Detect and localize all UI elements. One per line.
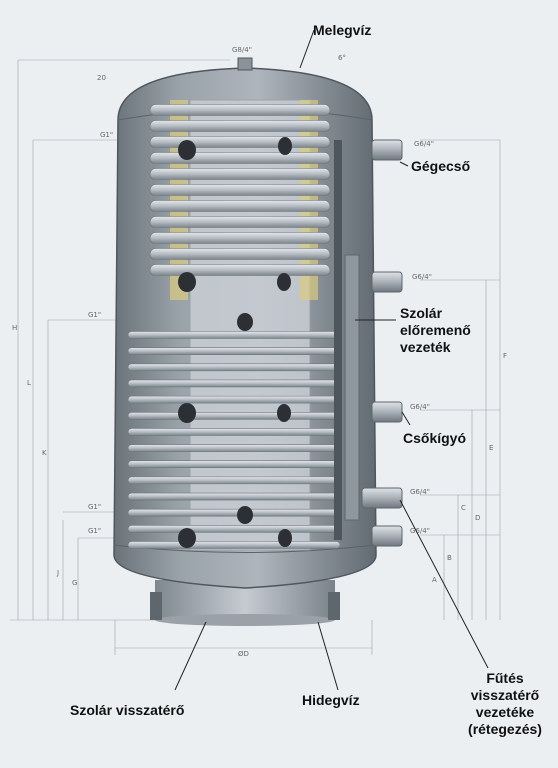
coil-winding [149,216,331,228]
front-connectors [178,137,292,548]
svg-text:ØD: ØD [238,650,249,658]
label-heating-return: Fűtés visszatérő vezetéke (rétegezés) [455,670,555,738]
svg-text:B: B [447,554,452,562]
coil-winding [127,525,341,533]
svg-text:F: F [503,352,507,360]
label-solar-flow-line-2: előremenő [400,322,471,338]
callout-lines [174,29,489,691]
dimension-labels: G8/4" G1" G1" G1" G1" G6/4" G6/4" G6/4" … [12,46,507,658]
coil-winding [127,363,341,372]
coil-winding [149,264,331,276]
coil-winding [127,395,341,404]
coil-winding [149,184,331,196]
svg-text:L: L [27,379,31,387]
svg-text:D: D [475,514,480,522]
coil-winding [149,152,331,164]
coil-winding [127,347,341,355]
coil-winding [149,104,331,116]
coil-winding [149,200,331,212]
svg-text:G6/4": G6/4" [410,403,430,411]
label-heating-return-line-2: visszatérő [470,687,540,703]
coil-winding [127,379,341,388]
svg-text:G6/4": G6/4" [410,488,430,496]
coil-winding [127,444,341,452]
svg-text:K: K [42,449,47,457]
coil-winding [149,248,331,260]
coil-winding [149,136,331,148]
coil-winding [127,331,341,339]
label-coil: Csőkígyó [403,430,467,446]
label-corrugated-pipe: Gégecső [411,158,471,174]
svg-text:A: A [432,576,437,584]
label-solar-flow: Szolár előremenő vezeték [400,305,471,356]
coil-winding [127,411,341,420]
svg-text:6°: 6° [338,54,346,62]
label-solar-flow-line-1: Szolár [400,305,443,321]
coil-winding [127,428,341,436]
svg-text:G1": G1" [88,503,101,511]
svg-text:E: E [489,444,493,452]
upper-coil [149,104,331,276]
label-heating-return-line-1: Fűtés [486,670,524,686]
label-cold-water: Hidegvíz [302,692,360,708]
svg-text:G: G [72,579,77,587]
coil-winding [149,120,331,132]
label-hot-water: Melegvíz [313,22,372,38]
label-heating-return-line-4: (rétegezés) [468,721,542,737]
svg-text:J: J [56,569,59,577]
svg-text:H: H [12,324,17,332]
coil-winding [127,476,341,485]
coil-winding [127,541,341,549]
svg-text:G6/4": G6/4" [414,140,434,148]
dimension-lines [10,59,501,655]
stratification-pipe [334,140,360,540]
svg-text:G1": G1" [88,527,101,535]
coil-winding [149,168,331,180]
svg-text:G8/4": G8/4" [232,46,252,54]
svg-text:G6/4": G6/4" [412,273,432,281]
coil-winding [127,460,341,469]
coil-winding [127,492,341,501]
svg-text:G6/4": G6/4" [410,527,430,535]
svg-text:20: 20 [97,74,106,82]
svg-text:G1": G1" [88,311,101,319]
side-connections [361,139,403,547]
label-solar-flow-line-3: vezeték [400,339,451,355]
label-solar-return: Szolár visszatérő [70,702,185,718]
svg-text:C: C [461,504,466,512]
svg-text:G1": G1" [100,131,113,139]
coil-winding [127,508,341,517]
coil-winding [149,232,331,244]
label-heating-return-line-3: vezetéke [475,704,535,720]
